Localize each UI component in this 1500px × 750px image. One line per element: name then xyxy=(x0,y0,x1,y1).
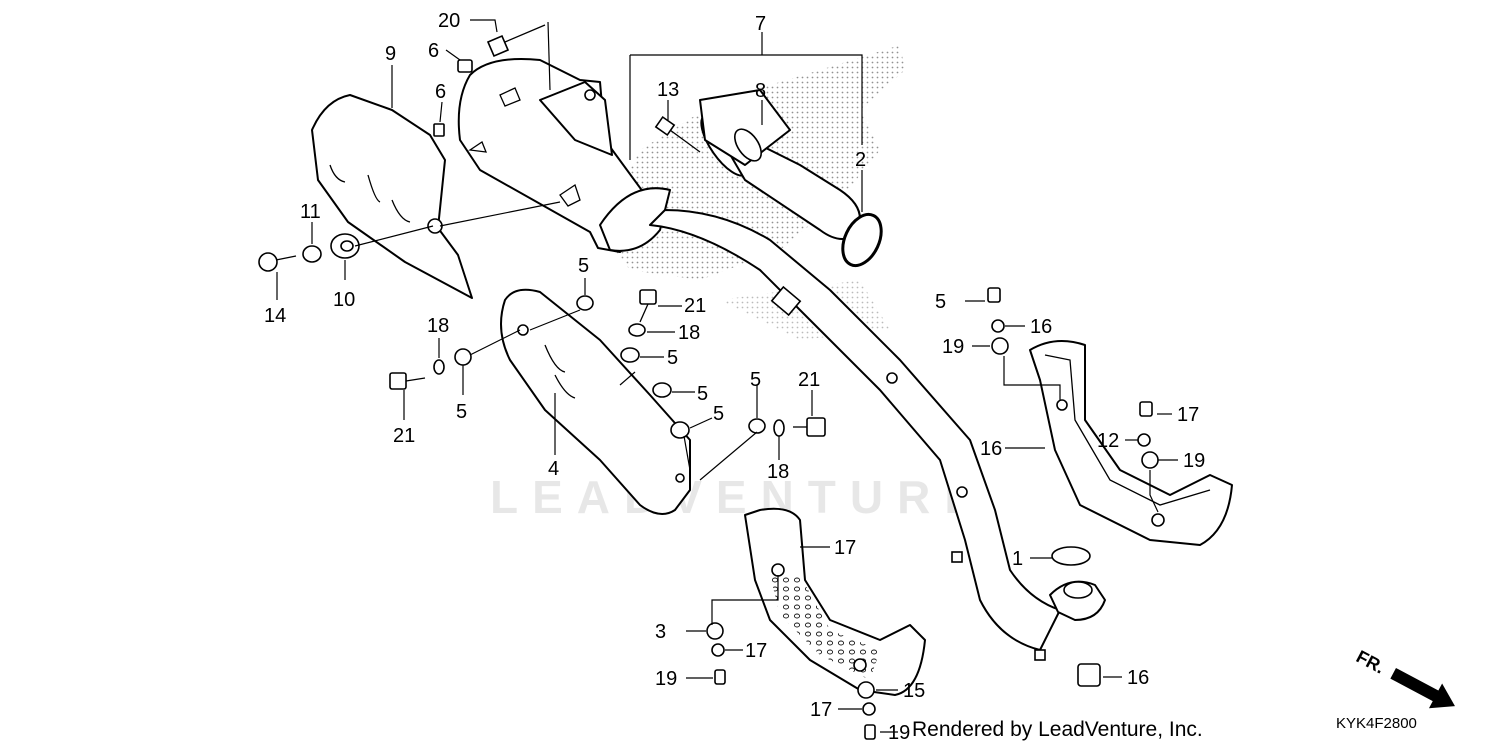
callout-21: 21 xyxy=(798,369,820,391)
callout-18: 18 xyxy=(427,315,449,337)
part-12-heat-guard xyxy=(1029,340,1233,546)
callout-20: 20 xyxy=(438,10,460,32)
callout-17: 19 xyxy=(942,336,964,358)
part-7-muffler xyxy=(457,58,671,253)
front-direction-arrow: FR. xyxy=(1353,646,1455,709)
part-10-grommet xyxy=(330,233,360,259)
callout-4: 4 xyxy=(548,458,559,480)
part-6-clip-b xyxy=(433,123,445,137)
callout-7: 7 xyxy=(755,13,766,35)
diagram-code: KYK4F2800 xyxy=(1336,715,1417,732)
callout-18: 18 xyxy=(678,322,700,344)
part-6-clip-a xyxy=(457,59,473,73)
callout-10: 10 xyxy=(333,289,355,311)
part-8-spark-arrester xyxy=(699,89,861,240)
callout-12: 16 xyxy=(980,438,1002,460)
part-15-nut xyxy=(1077,663,1101,687)
watermark: LEADVENTURE xyxy=(490,471,989,523)
part-14-screw xyxy=(258,252,297,272)
callout-1: 17 xyxy=(834,537,856,559)
callout-17: 15 xyxy=(903,680,925,702)
callout-5: 5 xyxy=(456,401,467,423)
callout-6: 6 xyxy=(428,40,439,62)
part-20-bolt xyxy=(486,24,546,58)
callout-2: 2 xyxy=(855,149,866,171)
callout-17: 3 xyxy=(655,621,666,643)
callout-19: 12 xyxy=(1097,430,1119,452)
callout-21: 21 xyxy=(393,425,415,447)
callout-5: 5 xyxy=(750,369,761,391)
callout-19: 16 xyxy=(1030,316,1052,338)
callout-19: 17 xyxy=(745,640,767,662)
callout-15: 16 xyxy=(1127,667,1149,689)
part-4-heat-guard xyxy=(500,288,691,515)
callout-5: 5 xyxy=(578,255,589,277)
callout-16: 19 xyxy=(888,722,910,744)
callout-8: 8 xyxy=(755,80,766,102)
callout-16: 17 xyxy=(1177,404,1199,426)
callout-16: 5 xyxy=(935,291,946,313)
callout-16: 19 xyxy=(655,668,677,690)
leader-lines xyxy=(276,19,1178,733)
credit-text: Rendered by LeadVenture, Inc. xyxy=(912,718,1203,741)
part-1-exhaust-pipe xyxy=(649,209,1106,661)
part-13-bolt xyxy=(654,115,701,153)
direction-label: FR. xyxy=(1353,646,1388,677)
part-1-lower-guard xyxy=(744,507,926,696)
part-9-muffler-protector xyxy=(311,94,473,299)
callout-3: 1 xyxy=(1012,548,1023,570)
callout-18: 18 xyxy=(767,461,789,483)
callout-17: 19 xyxy=(1183,450,1205,472)
part-11-collar xyxy=(302,245,322,263)
callout-5: 5 xyxy=(667,347,678,369)
callout-6: 6 xyxy=(435,81,446,103)
callout-21: 21 xyxy=(684,295,706,317)
callout-14: 14 xyxy=(264,305,286,327)
callout-13: 13 xyxy=(657,79,679,101)
part-2-gasket xyxy=(841,212,883,268)
callout-11: 11 xyxy=(300,201,321,223)
callout-5: 5 xyxy=(697,383,708,405)
callout-9: 9 xyxy=(385,43,396,65)
callout-19: 17 xyxy=(810,699,832,721)
part-3-gasket xyxy=(1051,546,1091,566)
small-hardware xyxy=(389,287,1159,740)
callout-5: 5 xyxy=(713,403,724,425)
callouts: 20 6 9 6 7 13 8 2 11 14 10 5 21 18 5 18 … xyxy=(264,10,1205,744)
